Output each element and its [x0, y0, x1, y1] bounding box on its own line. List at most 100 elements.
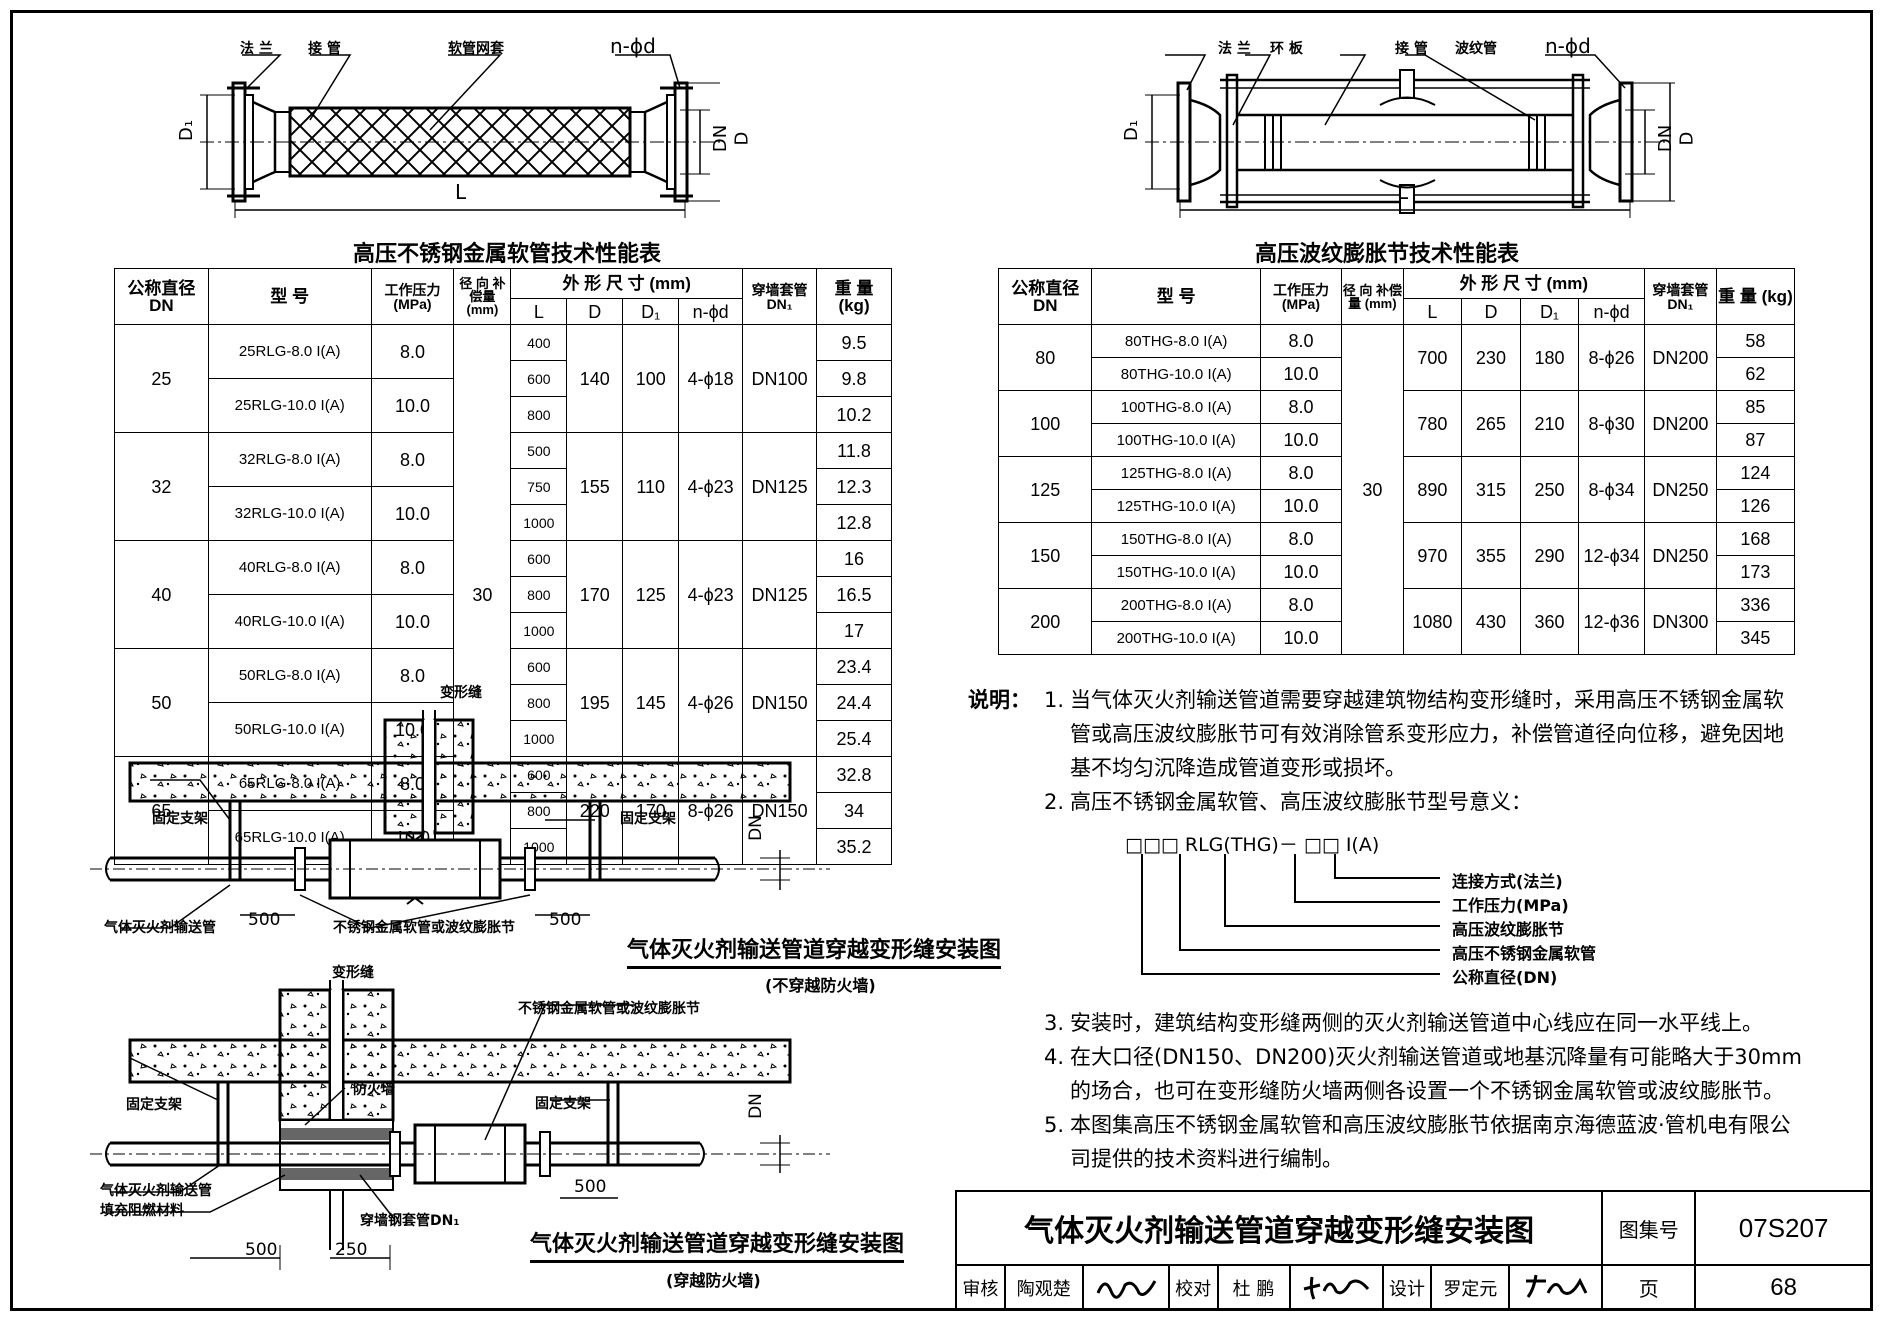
check-label: 校对 — [1167, 1264, 1219, 1311]
col-l-header: L — [510, 298, 568, 325]
nd-cell: 8-ϕ26 — [1578, 324, 1645, 391]
legend-bellows: 高压波纹膨胀节 — [1452, 920, 1565, 939]
support-left-label-1: 固定支架 — [152, 811, 208, 827]
weight-cell: 11.8 — [816, 432, 892, 469]
subcaption-1: (不穿越防火墙) — [765, 976, 876, 995]
pressure-cell: 10.0 — [1259, 555, 1343, 589]
bellows-spec-table: 公称直径 DN 型 号 工作压力 (MPa) 径 向 补偿量 (mm) 外 形 … — [997, 268, 1796, 655]
support-right-label-2: 固定支架 — [535, 1096, 591, 1112]
metal-hose-drawing — [200, 54, 720, 218]
weight-cell: 173 — [1715, 555, 1796, 589]
col-dn-header: 公称直径 DN — [114, 268, 209, 325]
note-number: 1. — [1044, 688, 1065, 712]
designer-signature — [1508, 1264, 1604, 1311]
note-text: 安装时，建筑结构变形缝两侧的灭火剂输送管道中心线应在同一水平线上。 — [1070, 1011, 1763, 1035]
support-left-label-2: 固定支架 — [126, 1097, 182, 1113]
legend-dn: 公称直径(DN) — [1452, 968, 1558, 987]
nd-cell: 4-ϕ18 — [678, 324, 744, 433]
pressure-cell: 10.0 — [370, 486, 455, 541]
support-right-label-1: 固定支架 — [620, 811, 676, 827]
notes-section-lower: 3. 安装时，建筑结构变形缝两侧的灭火剂输送管道中心线应在同一水平线上。 4. … — [968, 1006, 1803, 1176]
weight-cell: 62 — [1715, 357, 1796, 391]
model-cell: 100THG-8.0 I(A) — [1091, 390, 1261, 424]
note-text: 本图集高压不锈钢金属软管和高压波纹膨胀节依据南京海德蓝波·管机电有限公司提供的技… — [1070, 1113, 1791, 1171]
col-l-header: L — [1402, 298, 1463, 325]
legend-connection: 连接方式(法兰) — [1452, 872, 1563, 891]
pressure-cell: 10.0 — [1259, 621, 1343, 655]
dim-b-label-2: 250 — [335, 1240, 368, 1260]
model-cell: 40RLG-8.0 I(A) — [207, 540, 372, 595]
dn-cell: 25 — [114, 324, 209, 433]
model-cell: 80THG-8.0 I(A) — [1091, 324, 1261, 358]
table-row: 32RLG-10.0 I(A)10.0 — [115, 486, 892, 541]
weight-cell: 124 — [1715, 456, 1796, 490]
legend-pressure: 工作压力(MPa) — [1452, 896, 1569, 915]
length-cell: 400 — [510, 324, 568, 361]
caption-2: 气体灭火剂输送管道穿越变形缝安装图 — [530, 1226, 905, 1263]
note-number: 4. — [1044, 1045, 1065, 1069]
col-weight-header: 重 量 (kg) — [1715, 268, 1796, 325]
weight-cell: 34 — [816, 792, 892, 829]
bellows-drawing — [1145, 54, 1675, 218]
length-cell: 1000 — [510, 504, 568, 541]
hose-table-title: 高压不锈钢金属软管技术性能表 — [353, 242, 662, 267]
d1-cell: 250 — [1519, 456, 1580, 523]
weight-cell: 35.2 — [816, 828, 892, 865]
joint-label-2: 变形缝 — [332, 965, 374, 981]
length-cell: 890 — [1402, 456, 1463, 523]
dim-left-label-1: 500 — [248, 910, 281, 930]
checker-signature — [1288, 1264, 1384, 1311]
drawing-title: 气体灭火剂输送管道穿越变形缝安装图 — [954, 1190, 1604, 1266]
d1-cell: 100 — [622, 324, 680, 433]
d-cell: 155 — [566, 432, 624, 541]
pressure-cell: 10.0 — [1259, 489, 1343, 523]
d-cell: 355 — [1461, 522, 1521, 589]
reviewer-name: 陶观楚 — [1003, 1264, 1084, 1311]
nd-cell: 12-ϕ36 — [1578, 588, 1645, 655]
install-diagram-no-firewall — [90, 710, 830, 929]
col-d1-header: D₁ — [622, 298, 680, 325]
page-number: 68 — [1694, 1264, 1873, 1311]
sleeve-label-2: 穿墙钢套管DN₁ — [360, 1213, 460, 1229]
note-number: 5. — [1044, 1113, 1065, 1137]
model-code: □□□ RLG(THG)－ □□ I(A) — [1125, 834, 1380, 856]
d1-cell: 290 — [1519, 522, 1580, 589]
pressure-cell: 8.0 — [370, 540, 455, 595]
d-cell: 195 — [566, 648, 624, 757]
bellows-d-label: D — [1676, 131, 1698, 146]
note-text: 当气体灭火剂输送管道需要穿越建筑物结构变形缝时，采用高压不锈钢金属软管或高压波纹… — [1070, 688, 1784, 780]
d1-cell: 110 — [622, 432, 680, 541]
sleeve-cell: DN250 — [1643, 522, 1717, 589]
length-cell: 500 — [510, 432, 568, 469]
hose-pipe-label: 接 管 — [308, 41, 341, 57]
weight-cell: 32.8 — [816, 756, 892, 793]
d-cell: 170 — [566, 540, 624, 649]
col-nd-header: n-ϕd — [1578, 298, 1645, 325]
weight-cell: 9.5 — [816, 324, 892, 361]
firewall-label-2: 防火墙 — [353, 1082, 395, 1098]
length-cell: 1000 — [510, 612, 568, 649]
d1-cell: 180 — [1519, 324, 1580, 391]
hose-flange-label: 法 兰 — [240, 41, 273, 57]
fill-label-2: 填充阻燃材料 — [100, 1203, 184, 1219]
title-block: 气体灭火剂输送管道穿越变形缝安装图 图集号 07S207 审核 陶观楚 校对 杜… — [954, 1190, 1873, 1311]
bellows-holes-label: n-ϕd — [1545, 34, 1591, 58]
weight-cell: 23.4 — [816, 648, 892, 685]
weight-cell: 16 — [816, 540, 892, 577]
pipe-label-1: 气体灭火剂输送管 — [104, 920, 216, 936]
device-label-1: 不锈钢金属软管或波纹膨胀节 — [333, 920, 515, 936]
dn-cell: 150 — [997, 522, 1093, 589]
table-row: 25RLG-10.0 I(A)10.0 — [115, 378, 892, 433]
sleeve-cell: DN300 — [1643, 588, 1717, 655]
pressure-cell: 10.0 — [370, 378, 455, 433]
dim-right-label-1: 500 — [549, 910, 582, 930]
model-cell: 32RLG-10.0 I(A) — [207, 486, 372, 541]
dim-a-label-2: 500 — [245, 1240, 278, 1260]
